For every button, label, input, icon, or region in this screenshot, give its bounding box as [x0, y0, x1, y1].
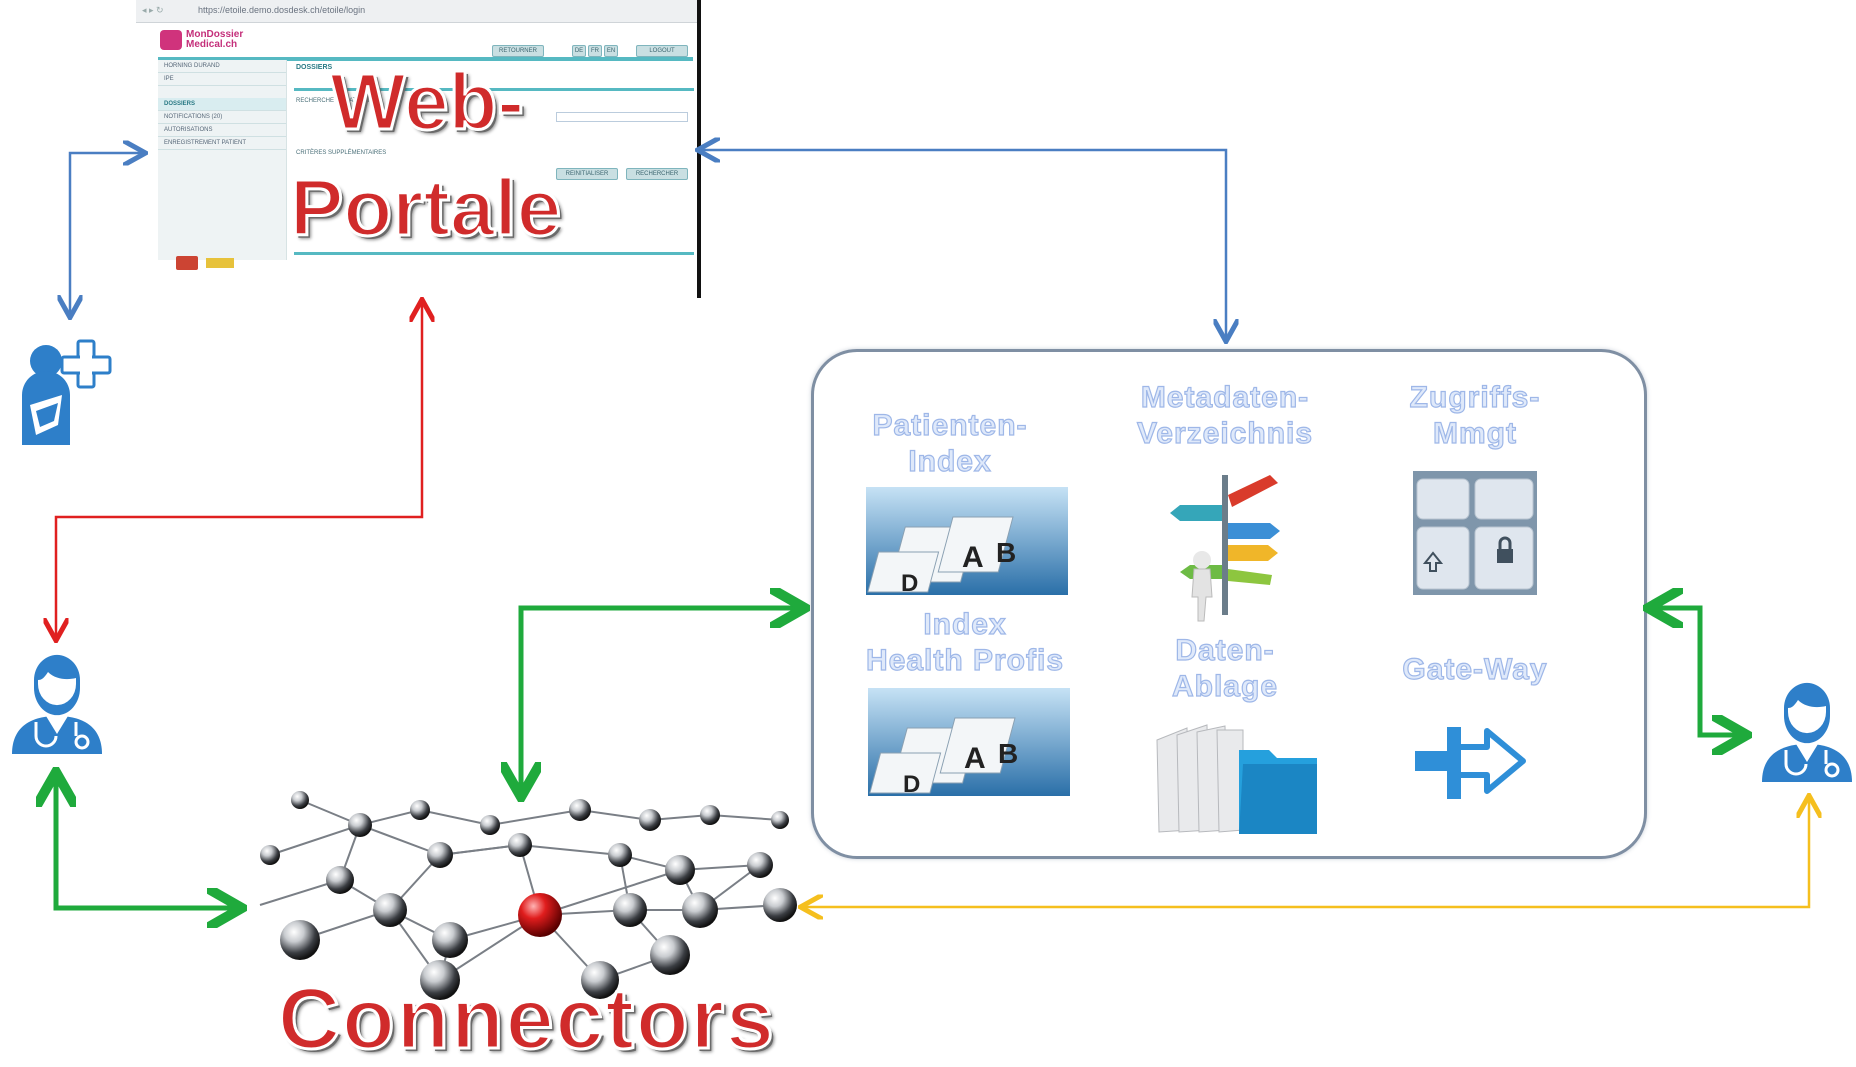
title-line: Health Profis: [865, 643, 1065, 677]
green-arrow-connectors-panel: [521, 608, 800, 792]
blue-arrow-patient-portal: [70, 153, 143, 315]
title-line: Metadaten-: [1140, 380, 1310, 414]
title-line: Verzeichnis: [1136, 416, 1314, 450]
title-line: Index: [908, 444, 992, 478]
panel-item-title-index-health-profis: Index Health Profis: [850, 607, 1080, 679]
connectors-network-graphic: [259, 791, 797, 1000]
index-cards-icon: A B D: [868, 688, 1070, 796]
svg-text:D: D: [903, 771, 920, 796]
sidebar-item-dossiers[interactable]: DOSSIERS: [158, 98, 286, 111]
doctor-icon: [1762, 682, 1852, 782]
footer-rule: [294, 252, 694, 255]
sidebar-item-patient[interactable]: HORNING DURAND: [158, 60, 286, 73]
lang-de-button[interactable]: DE: [572, 45, 586, 57]
browser-address-bar[interactable]: ◂ ▸ ↻ https://etoile.demo.dosdesk.ch/eto…: [136, 0, 697, 23]
title-line: Daten-: [1175, 633, 1275, 667]
svg-text:A: A: [962, 541, 984, 574]
panel-item-title-zugriffs: Zugriffs- Mmgt: [1380, 380, 1570, 452]
title-line: Patienten-: [872, 408, 1028, 442]
portal-sidebar: HORNING DURAND IPE DOSSIERS NOTIFICATION…: [158, 60, 287, 260]
green-arrow-panel-doctor: [1653, 608, 1742, 735]
doctor-icon: [12, 654, 102, 754]
panel-item-title-metadaten: Metadaten- Verzeichnis: [1115, 380, 1335, 452]
title-line: Mmgt: [1432, 416, 1517, 450]
svg-text:D: D: [901, 570, 918, 595]
title-line: Zugriffs-: [1409, 380, 1541, 414]
title-line: Gate-Way: [1402, 652, 1548, 686]
lang-en-button[interactable]: EN: [604, 45, 618, 57]
connectors-label: Connectors: [277, 971, 776, 1067]
section-rule: [294, 88, 694, 91]
search-input[interactable]: [556, 112, 688, 122]
title-line: Index: [923, 607, 1007, 641]
portal-back-button[interactable]: RETOURNER: [492, 45, 544, 57]
web-portale-label-line2: Portale: [288, 163, 562, 252]
blue-arrow-portal-panel: [700, 150, 1226, 339]
logo-text: MonDossier Medical.ch: [186, 29, 244, 50]
web-portale-label-line1: Web-: [328, 57, 525, 146]
lang-fr-button[interactable]: FR: [588, 45, 602, 57]
panel-item-title-gateway: Gate-Way: [1380, 652, 1570, 688]
geneva-crest-icon: [176, 256, 198, 270]
browser-nav-icons: ◂ ▸ ↻: [142, 5, 164, 15]
red-arrow-doctor-portal: [56, 302, 422, 638]
sidebar-item-enregistrement[interactable]: ENREGISTREMENT PATIENT: [158, 137, 286, 150]
panel-item-title-daten-ablage: Daten- Ablage: [1130, 633, 1320, 705]
web-portal-screenshot[interactable]: ◂ ▸ ↻ https://etoile.demo.dosdesk.ch/eto…: [136, 0, 701, 298]
keyboard-lock-icon: [1413, 471, 1537, 595]
yellow-arrow-connectors-doctor: [803, 798, 1809, 907]
sidebar-item-ipe[interactable]: IPE: [158, 73, 286, 86]
red-node: [518, 893, 562, 937]
signpost-icon: [1170, 475, 1280, 622]
section-title: DOSSIERS: [296, 64, 333, 71]
svg-text:B: B: [996, 537, 1016, 568]
mondossier-logo-icon: [160, 30, 182, 50]
portal-top-rule: [158, 57, 693, 61]
svg-text:A: A: [964, 742, 986, 775]
panel-item-title-patienten-index: Patienten- Index: [845, 408, 1055, 480]
reset-button[interactable]: REINITIALISER: [556, 168, 618, 180]
index-cards-icon: A B D: [866, 487, 1068, 595]
browser-url: https://etoile.demo.dosdesk.ch/etoile/lo…: [198, 5, 366, 15]
logout-button[interactable]: LOGOUT: [636, 45, 688, 57]
green-arrow-doctor-connectors: [56, 777, 237, 908]
gateway-arrow-icon: [1415, 727, 1526, 799]
search-label: RECHERCHE DE PATIENT: [296, 98, 371, 104]
title-line: Ablage: [1171, 669, 1279, 703]
sidebar-item-notifications[interactable]: NOTIFICATIONS (20): [158, 111, 286, 124]
sidebar-item-autorisations[interactable]: AUTORISATIONS: [158, 124, 286, 137]
partner-logo-icon: [206, 258, 234, 268]
svg-text:B: B: [998, 738, 1018, 769]
criteria-label: CRITÈRES SUPPLÉMENTAIRES: [296, 150, 387, 156]
search-button[interactable]: RECHERCHER: [626, 168, 688, 180]
